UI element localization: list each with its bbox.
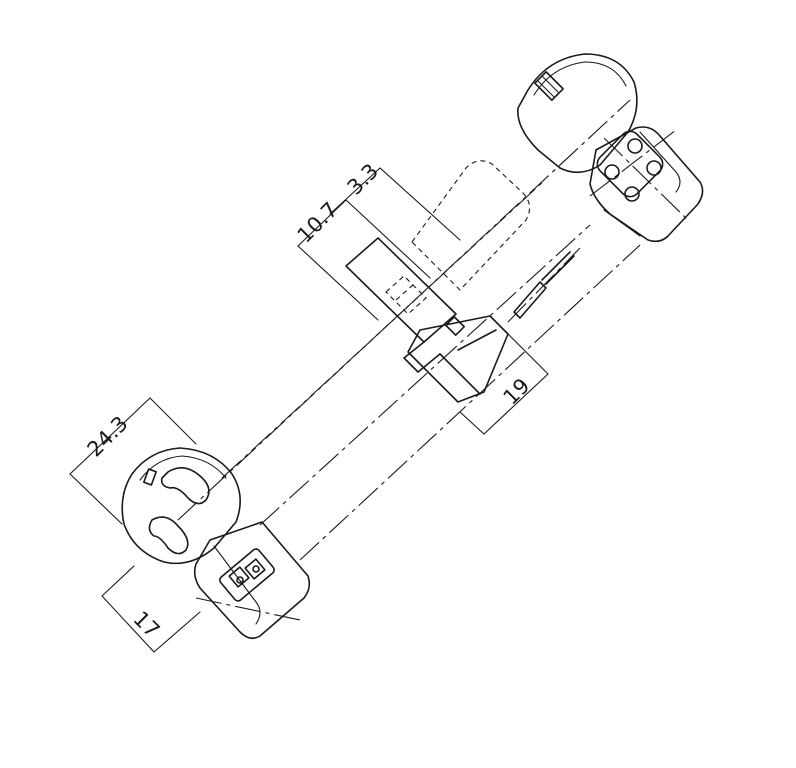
projection-line-lowest (299, 244, 641, 561)
holder-top-body (517, 53, 638, 174)
holder-top-body-inner (533, 61, 627, 96)
holder-bottom-body (121, 447, 241, 565)
holder-bottom-socket (193, 521, 311, 640)
dimension-label-10-7: 10.7 (293, 197, 343, 247)
dimension-lines (69, 167, 549, 653)
holder-slot (148, 516, 189, 555)
projection-line-upper (221, 179, 546, 479)
contact-hole (624, 186, 640, 202)
contact-hole (252, 565, 260, 573)
middle-lamp-assembly (345, 160, 581, 403)
dimension-label-17: 17 (128, 607, 164, 643)
contact-hole (604, 164, 620, 180)
dimension-label-19: 19 (499, 374, 535, 410)
bottom-left-holder (121, 447, 311, 640)
dimension-label-3-3: 3.3 (343, 159, 384, 200)
lamp-envelope-dashed (411, 160, 531, 291)
dimension-label-24-3: 24.3 (83, 411, 133, 461)
projection-line-lower (259, 224, 591, 526)
contact-block (219, 548, 275, 602)
lamp-body (345, 237, 457, 343)
holder-slot (160, 467, 210, 505)
contact-hole (236, 576, 244, 584)
projection-lines (177, 99, 641, 561)
main-axis-line (177, 99, 631, 521)
top-right-holder (517, 53, 704, 243)
holder-top-grille (534, 71, 564, 101)
lamp-base (407, 315, 509, 403)
dimension-labels: 10.7 3.3 19 24.3 17 (83, 159, 535, 642)
lamp-pin (513, 281, 547, 319)
contact-hole (646, 160, 662, 176)
contact-hole (627, 138, 643, 154)
holder-top-socket (589, 126, 704, 243)
